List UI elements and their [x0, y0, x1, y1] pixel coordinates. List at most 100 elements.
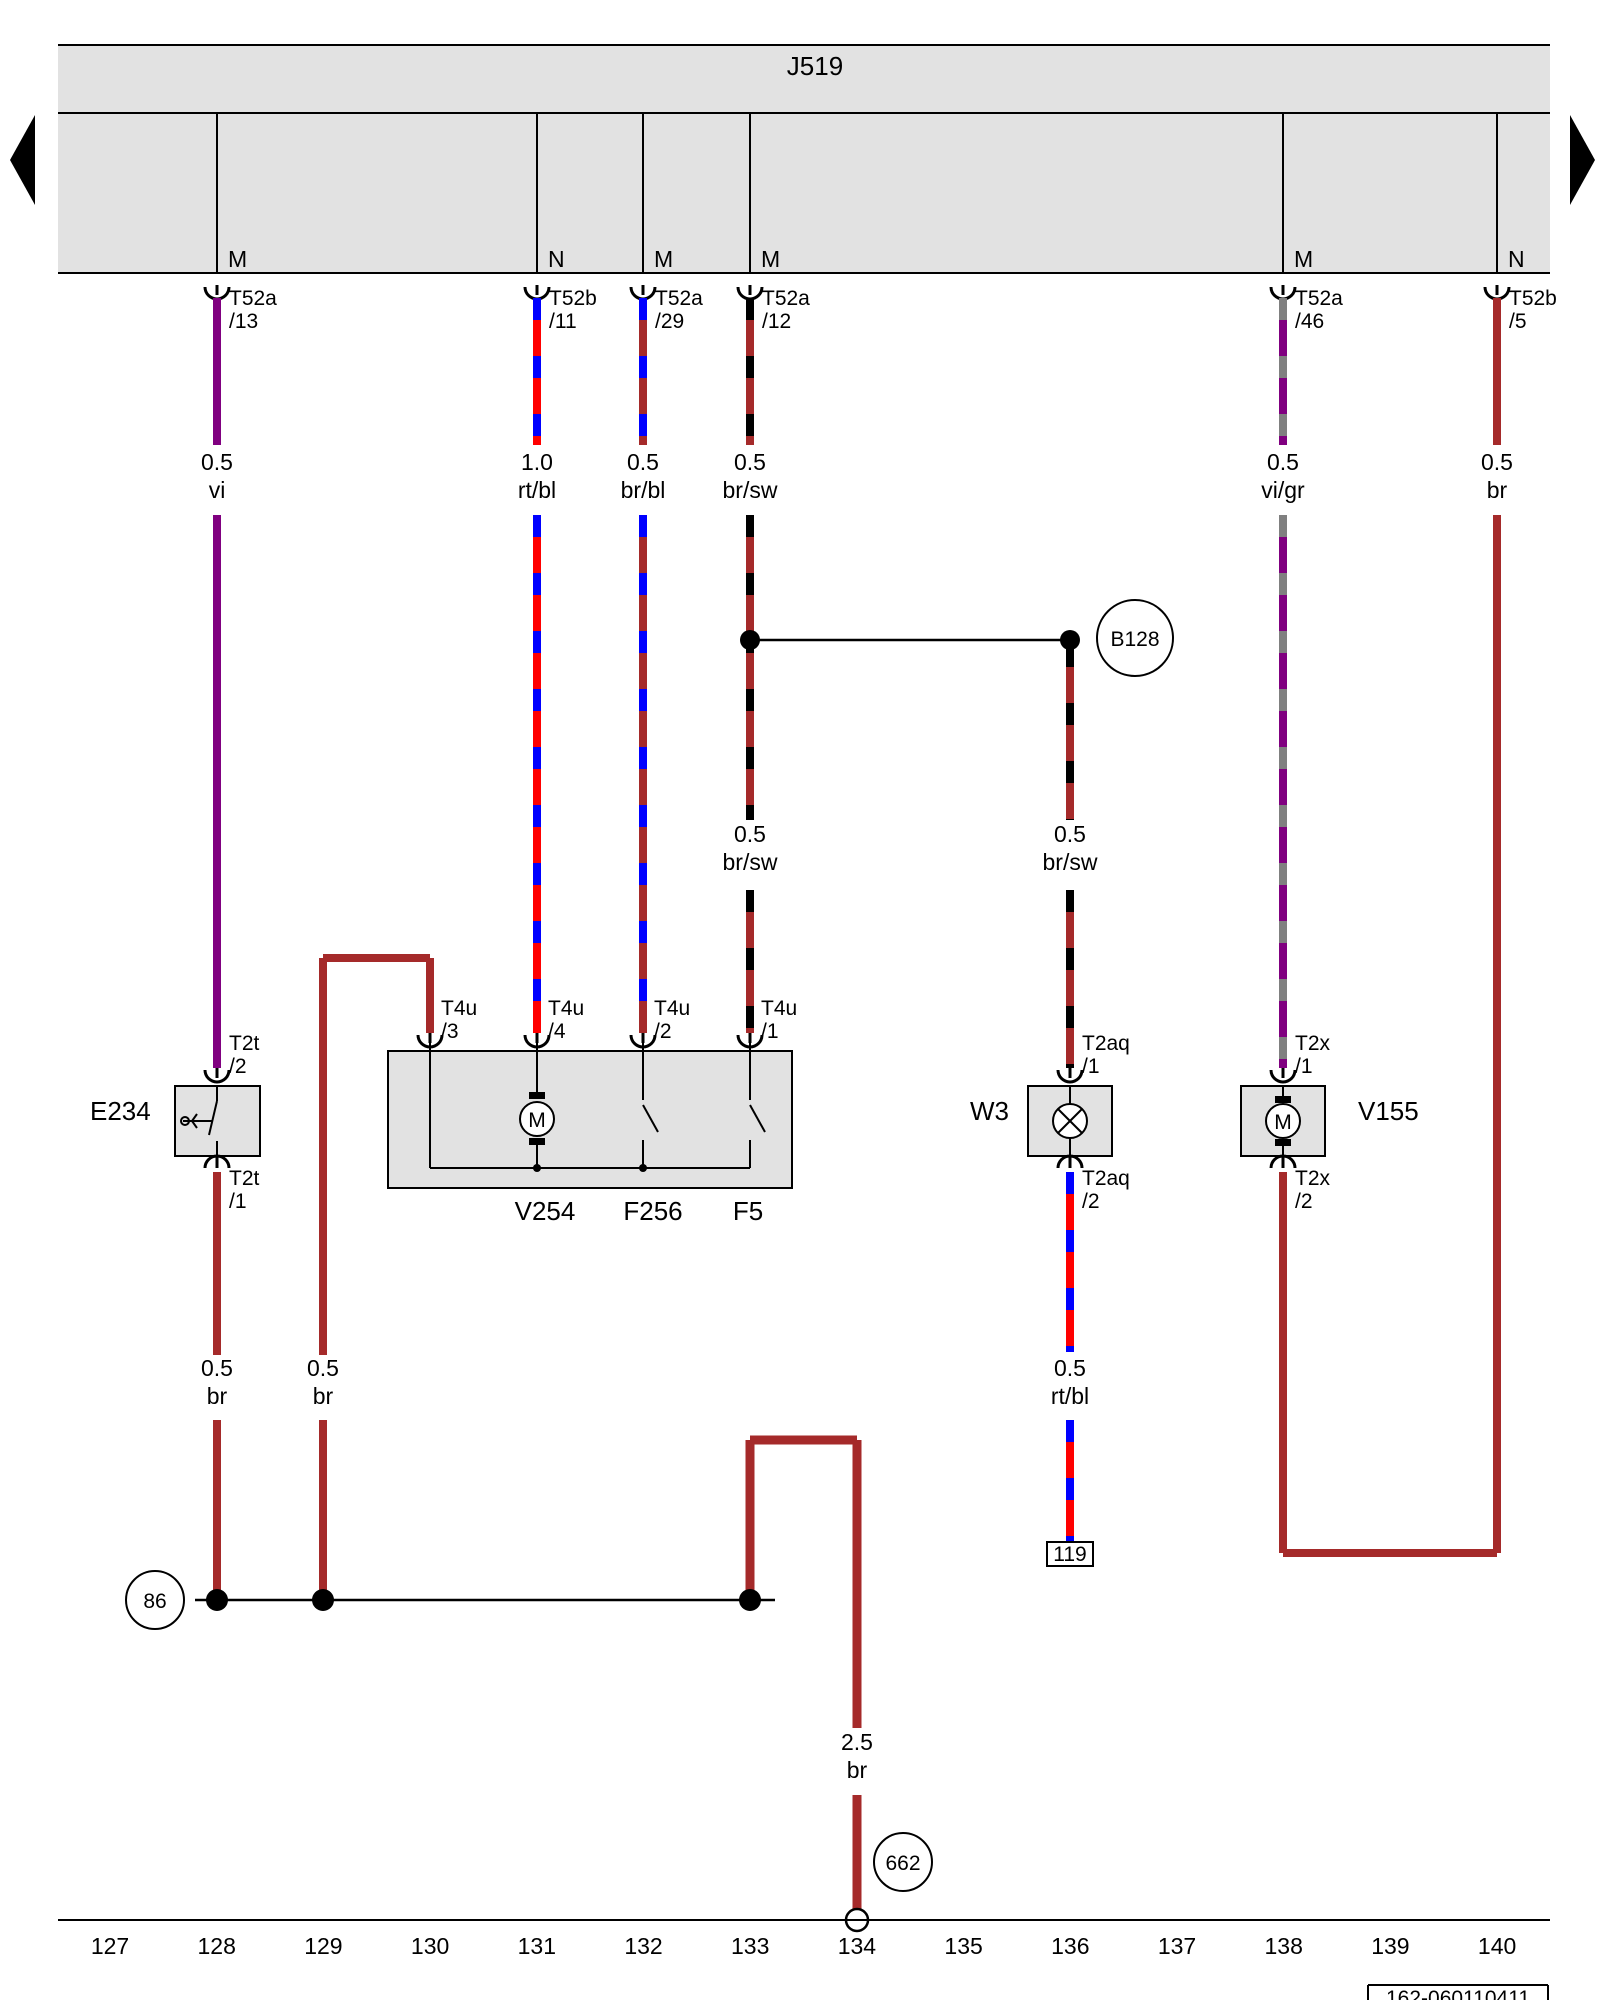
column-label: 132: [624, 1933, 662, 1959]
wire-size-p131: 1.0: [521, 449, 553, 475]
v155-bot-conn: T2x: [1295, 1167, 1331, 1190]
junction-b128: B128: [740, 599, 1174, 677]
wire-size-p132: 0.5: [627, 449, 659, 475]
wire-color-p133: br/sw: [723, 477, 778, 503]
wire-color-128-lower: br: [207, 1383, 228, 1409]
t4u-pin-1: /1: [761, 1020, 779, 1043]
column-label: 128: [198, 1933, 236, 1959]
f5-label: F5: [733, 1196, 763, 1226]
wire-size-p133: 0.5: [734, 449, 766, 475]
f256-label: F256: [623, 1196, 682, 1226]
marker-86: 86: [143, 1590, 166, 1613]
e234-bot-conn: T2t: [229, 1167, 260, 1190]
conn-label-p131: T52b: [549, 287, 597, 310]
wire-color-136-upper: br/sw: [1043, 849, 1098, 875]
conn-label-p133: T52a: [762, 287, 810, 310]
marker-662: 662: [885, 1852, 920, 1875]
page-back-arrow-icon[interactable]: [10, 115, 35, 205]
wire-size-133-lower: 0.5: [734, 821, 766, 847]
j519-internal-lines: [216, 113, 1498, 273]
w3-top-pin: /1: [1082, 1055, 1100, 1078]
v155-top-conn: T2x: [1295, 1032, 1331, 1055]
control-unit-j519: J519: [58, 44, 1550, 274]
t4u-conn-2: T4u: [654, 997, 690, 1020]
pin-side-p132: M: [654, 246, 673, 272]
column-label: 139: [1371, 1933, 1409, 1959]
e234-bot-pin: /1: [229, 1190, 247, 1213]
e234-top-conn: T2t: [229, 1032, 260, 1055]
wire-color-129-lower: br: [313, 1383, 334, 1409]
pin-label-p132: /29: [655, 310, 684, 333]
marker-b128: B128: [1110, 628, 1159, 651]
component-w3: W3 T2aq /1 T2aq /2: [970, 1032, 1130, 1213]
wire-color-136-lower: rt/bl: [1051, 1383, 1089, 1409]
ref-119-label: 119: [1053, 1543, 1086, 1566]
wire-size-p140: 0.5: [1481, 449, 1513, 475]
pin-side-p133: M: [761, 246, 780, 272]
wire-color-133-lower: br/sw: [723, 849, 778, 875]
pin-side-labels: M N M M M N: [228, 246, 1525, 272]
column-label: 134: [838, 1933, 877, 1959]
column-label: 127: [91, 1933, 129, 1959]
conn-label-p140: T52b: [1509, 287, 1557, 310]
v254-motor-symbol: M: [528, 1109, 546, 1132]
pin-side-p128: M: [228, 246, 247, 272]
e234-label: E234: [90, 1096, 151, 1126]
e234-top-pin: /2: [229, 1055, 247, 1078]
t4u-conn-4: T4u: [548, 997, 584, 1020]
wire-size-136-upper: 0.5: [1054, 821, 1086, 847]
pin-label-p133: /12: [762, 310, 791, 333]
column-label: 137: [1158, 1933, 1196, 1959]
component-v155: M V155 T2x /1 T2x /2: [1240, 1032, 1419, 1213]
wire-color-p138: vi/gr: [1261, 477, 1305, 503]
wire-size-129-lower: 0.5: [307, 1355, 339, 1381]
ground-junction-86: 86: [125, 1570, 775, 1630]
component-v254-unit: M T4u /3 T4u /4 T4u /2 T4u /1 V254 F256 …: [387, 997, 797, 1226]
wire-color-p128: vi: [209, 477, 226, 503]
t4u-pin-3: /3: [441, 1020, 459, 1043]
conn-label-p132: T52a: [655, 287, 703, 310]
column-label: 135: [944, 1933, 982, 1959]
wire-size-p128: 0.5: [201, 449, 233, 475]
t4u-conn-1: T4u: [761, 997, 797, 1020]
pin-side-p140: N: [1508, 246, 1525, 272]
control-unit-label: J519: [787, 51, 843, 81]
v155-motor-symbol: M: [1274, 1111, 1292, 1134]
doc-code-label: 162-060110411: [1386, 1987, 1530, 2000]
column-label: 140: [1478, 1933, 1516, 1959]
page-forward-arrow-icon[interactable]: [1570, 115, 1595, 205]
column-label: 133: [731, 1933, 769, 1959]
wire-color-p132: br/bl: [621, 477, 666, 503]
t4u-pin-4: /4: [548, 1020, 566, 1043]
wire-color-p131: rt/bl: [518, 477, 556, 503]
wire-labels: 0.5 vi 1.0 rt/bl 0.5 br/bl 0.5 br/sw 0.5…: [201, 449, 1513, 1783]
column-label: 129: [304, 1933, 342, 1959]
pin-side-p138: M: [1294, 246, 1313, 272]
reference-119[interactable]: 119: [1046, 1541, 1094, 1567]
column-label: 131: [518, 1933, 556, 1959]
v155-bot-pin: /2: [1295, 1190, 1313, 1213]
pin-label-p128: /13: [229, 310, 258, 333]
pin-label-p140: /5: [1509, 310, 1527, 333]
t4u-pin-2: /2: [654, 1020, 672, 1043]
pin-side-p131: N: [548, 246, 565, 272]
wire-size-p138: 0.5: [1267, 449, 1299, 475]
wire-color-134-ground: br: [847, 1757, 868, 1783]
column-label: 130: [411, 1933, 449, 1959]
wires: [213, 298, 1501, 1909]
v155-label: V155: [1358, 1096, 1419, 1126]
component-e234: E234 T2t /2 T2t /1: [90, 1032, 261, 1213]
pin-label-p131: /11: [549, 310, 577, 333]
v254-label: V254: [515, 1196, 576, 1226]
w3-bot-conn: T2aq: [1082, 1167, 1130, 1190]
ground-point-662: 662: [844, 1832, 933, 1933]
t4u-conn-3: T4u: [441, 997, 477, 1020]
wire-size-136-lower: 0.5: [1054, 1355, 1086, 1381]
wire-size-134-ground: 2.5: [841, 1729, 873, 1755]
pin-label-p138: /46: [1295, 310, 1324, 333]
wire-color-p140: br: [1487, 477, 1508, 503]
w3-bot-pin: /2: [1082, 1190, 1100, 1213]
w3-top-conn: T2aq: [1082, 1032, 1130, 1055]
